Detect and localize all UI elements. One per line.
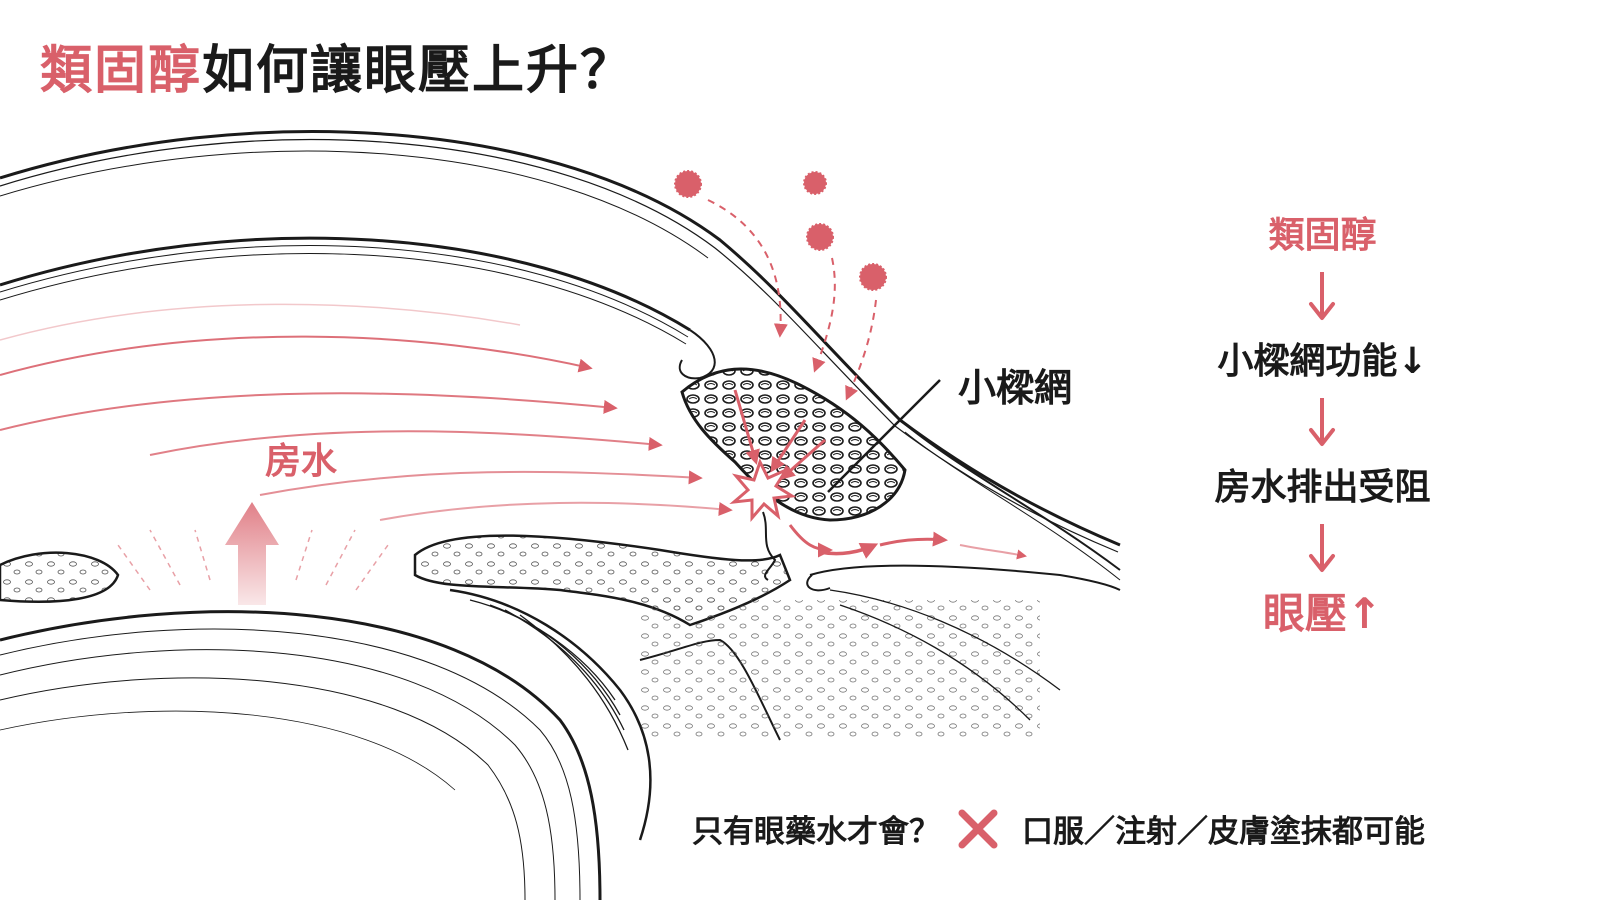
- page-title: 類固醇如何讓眼壓上升？: [40, 28, 634, 103]
- flow-arrow-1: [1200, 260, 1445, 338]
- flow-step-tm-function: 小樑網功能↓: [1217, 341, 1428, 382]
- arrow-up-icon: ↑: [1346, 589, 1383, 638]
- footer-note: 只有眼藥水才會？ 口服／注射／皮膚塗抹都可能: [692, 806, 1425, 851]
- trabecular-meshwork-label: 小樑網: [958, 366, 1073, 410]
- arrow-down-icon: [1309, 272, 1335, 320]
- lens: [0, 610, 602, 900]
- flow-arrow-3: [1200, 512, 1445, 590]
- steroid-particles: [674, 170, 887, 401]
- flow-step-iop-text: 眼壓: [1262, 589, 1347, 638]
- mechanism-flowchart: 類固醇 小樑網功能↓ 房水排出受阻 眼壓↑: [1200, 212, 1445, 638]
- trabecular-pointer-line: [827, 379, 941, 493]
- outflow-arrows: [788, 524, 1027, 560]
- aqueous-humor-label: 房水: [265, 441, 338, 482]
- ciliary-body: [449, 564, 1121, 841]
- aqueous-flow-lines: [0, 303, 733, 521]
- arrow-down-icon: [1309, 524, 1335, 572]
- cornea: [0, 130, 1121, 581]
- flow-step-outflow-blocked: 房水排出受阻: [1214, 467, 1431, 508]
- footer-question: 只有眼藥水才會？: [692, 814, 940, 850]
- footer-answer: 口服／注射／皮膚塗抹都可能: [1022, 814, 1425, 850]
- flow-step-steroid: 類固醇: [1268, 215, 1377, 256]
- upward-flow-arrow-icon: [117, 502, 389, 605]
- title-highlight: 類固醇: [40, 41, 203, 101]
- flow-arrow-2: [1200, 386, 1445, 464]
- arrow-down-icon: [1309, 398, 1335, 446]
- blockage-burst-icon: [729, 389, 826, 581]
- trabecular-meshwork-tissue: [680, 367, 907, 522]
- title-rest: 如何讓眼壓上升？: [202, 41, 635, 101]
- flow-step-iop-rise: 眼壓↑: [1200, 590, 1445, 638]
- x-mark-icon: [956, 807, 1000, 851]
